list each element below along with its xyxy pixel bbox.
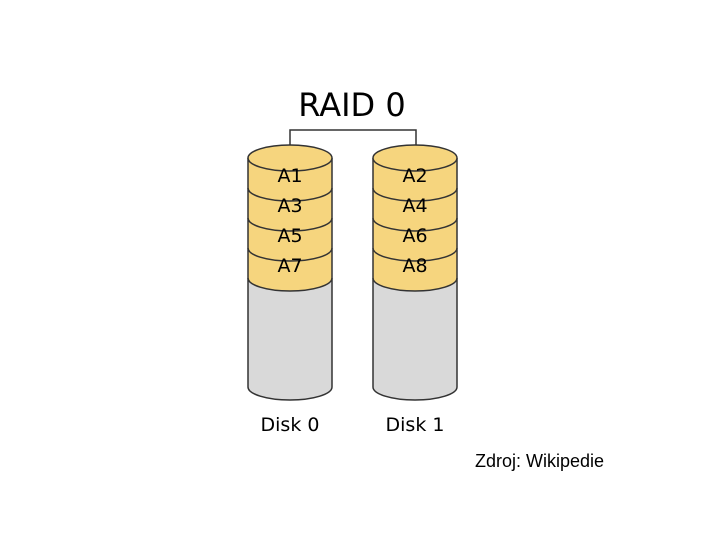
block-separator — [372, 277, 458, 292]
block-label-A7: A7 — [277, 255, 302, 277]
disk-top-cap — [247, 144, 333, 172]
disk-outline — [247, 158, 333, 401]
block-label-A6: A6 — [402, 225, 427, 247]
disk-outline — [372, 158, 458, 401]
block-label-A8: A8 — [402, 255, 427, 277]
diagram-title: RAID 0 — [298, 86, 405, 124]
disk-filled-space — [373, 158, 457, 291]
block-separator — [372, 247, 458, 262]
block-separator — [247, 247, 333, 262]
block-separator — [372, 217, 458, 232]
disk-top-cap — [372, 144, 458, 172]
block-separator — [247, 277, 333, 292]
block-label-A5: A5 — [277, 225, 302, 247]
block-separator — [372, 187, 458, 202]
raid-connector-line — [289, 129, 417, 157]
block-separator — [247, 217, 333, 232]
disk-empty-space — [373, 278, 457, 400]
block-label-A2: A2 — [402, 165, 427, 187]
disk-label: Disk 0 — [261, 414, 320, 436]
block-label-A4: A4 — [402, 195, 427, 217]
block-separator — [247, 187, 333, 202]
disk-label: Disk 1 — [386, 414, 445, 436]
block-label-A1: A1 — [277, 165, 302, 187]
disk-empty-space — [248, 278, 332, 400]
image-credit: Zdroj: Wikipedie — [475, 451, 605, 471]
disk-filled-space — [248, 158, 332, 291]
block-label-A3: A3 — [277, 195, 302, 217]
